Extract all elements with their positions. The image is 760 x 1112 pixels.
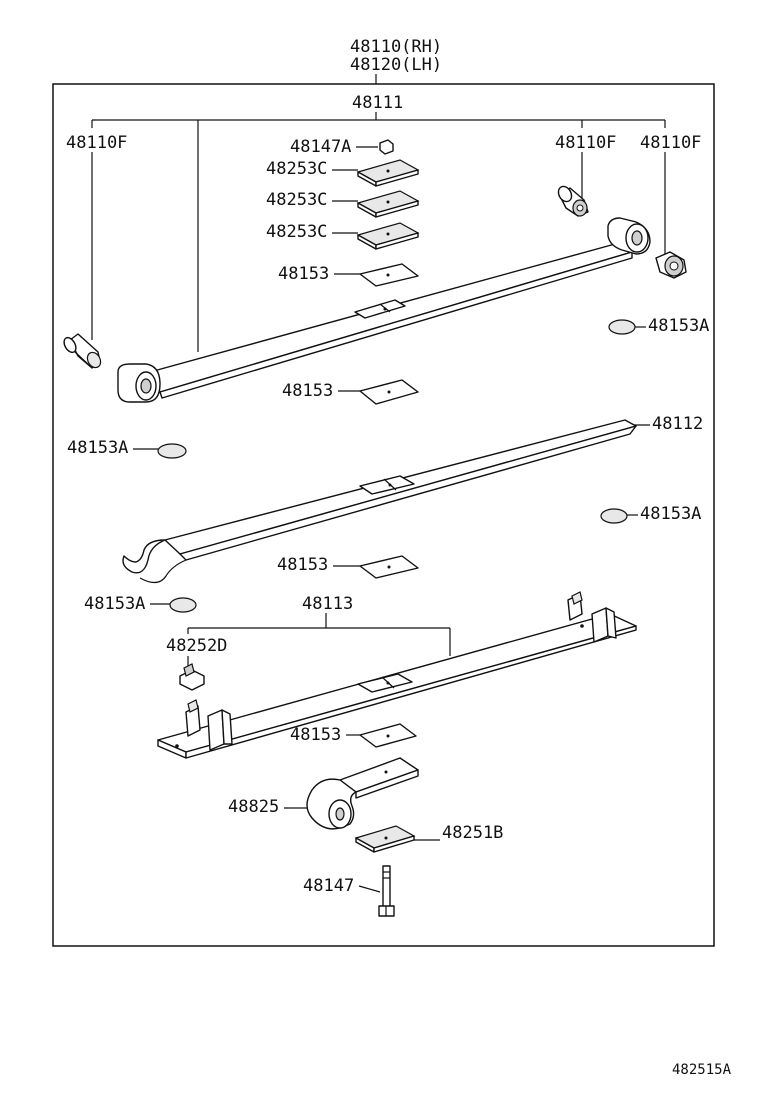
part-48153A-pad-3[interactable] bbox=[600, 508, 628, 524]
label-48253C-2[interactable]: 48253C bbox=[266, 190, 327, 210]
label-48153-4[interactable]: 48153 bbox=[290, 725, 341, 745]
label-48153A-2[interactable]: 48153A bbox=[67, 438, 128, 458]
part-48153A-pad-2[interactable] bbox=[157, 443, 187, 459]
label-48147A[interactable]: 48147A bbox=[290, 137, 351, 157]
label-48111[interactable]: 48111 bbox=[352, 93, 403, 113]
label-48251B[interactable]: 48251B bbox=[442, 823, 503, 843]
part-48153-insert-3[interactable] bbox=[359, 555, 419, 579]
part-48153A-pad-4[interactable] bbox=[169, 597, 197, 613]
part-48153A-pad-1[interactable] bbox=[608, 319, 636, 335]
part-48147-bolt[interactable] bbox=[378, 865, 395, 917]
label-48113[interactable]: 48113 bbox=[302, 594, 353, 614]
part-48253C-spacer-2[interactable] bbox=[356, 190, 420, 218]
part-48153-insert-4[interactable] bbox=[359, 723, 417, 748]
part-48110F-bushing-right[interactable] bbox=[655, 251, 687, 279]
label-48253C-1[interactable]: 48253C bbox=[266, 159, 327, 179]
assembly-part-number-lh[interactable]: 48120(LH) bbox=[350, 55, 442, 75]
assembly-frame bbox=[52, 83, 715, 947]
label-48147[interactable]: 48147 bbox=[303, 876, 354, 896]
part-48113-third-leaf[interactable] bbox=[157, 591, 637, 759]
part-48253C-spacer-3[interactable] bbox=[356, 222, 420, 250]
label-48110F-mid[interactable]: 48110F bbox=[555, 133, 616, 153]
leader-48111 bbox=[91, 112, 666, 352]
part-48112-second-leaf[interactable] bbox=[122, 419, 637, 584]
label-48153A-1[interactable]: 48153A bbox=[648, 316, 709, 336]
label-48252D[interactable]: 48252D bbox=[166, 636, 227, 656]
label-48153-2[interactable]: 48153 bbox=[282, 381, 333, 401]
part-48153-insert-2[interactable] bbox=[359, 379, 419, 405]
leader-48113 bbox=[187, 613, 451, 656]
label-48253C-3[interactable]: 48253C bbox=[266, 222, 327, 242]
diagram-code: 482515A bbox=[672, 1062, 732, 1078]
label-48153-1[interactable]: 48153 bbox=[278, 264, 329, 284]
part-48825-bracket[interactable] bbox=[306, 757, 419, 830]
part-48110F-bushing-mid[interactable] bbox=[556, 184, 589, 217]
part-48251B-plate[interactable] bbox=[354, 825, 416, 853]
part-48153-insert-1[interactable] bbox=[359, 263, 419, 287]
label-48110F-left[interactable]: 48110F bbox=[66, 133, 127, 153]
part-48110F-bushing-left[interactable] bbox=[62, 333, 104, 370]
part-48252D-clip[interactable] bbox=[179, 663, 205, 691]
part-48111-main-leaf[interactable] bbox=[117, 217, 651, 403]
label-48153A-4[interactable]: 48153A bbox=[84, 594, 145, 614]
part-48253C-spacer-1[interactable] bbox=[356, 159, 420, 187]
leader-48147 bbox=[358, 885, 381, 893]
label-48153-3[interactable]: 48153 bbox=[277, 555, 328, 575]
label-48110F-right[interactable]: 48110F bbox=[640, 133, 701, 153]
assembly-part-number-rh[interactable]: 48110(RH) bbox=[350, 37, 442, 57]
label-48112[interactable]: 48112 bbox=[652, 414, 703, 434]
part-48147A-nut[interactable] bbox=[379, 139, 394, 155]
label-48153A-3[interactable]: 48153A bbox=[640, 504, 701, 524]
label-48825[interactable]: 48825 bbox=[228, 797, 279, 817]
